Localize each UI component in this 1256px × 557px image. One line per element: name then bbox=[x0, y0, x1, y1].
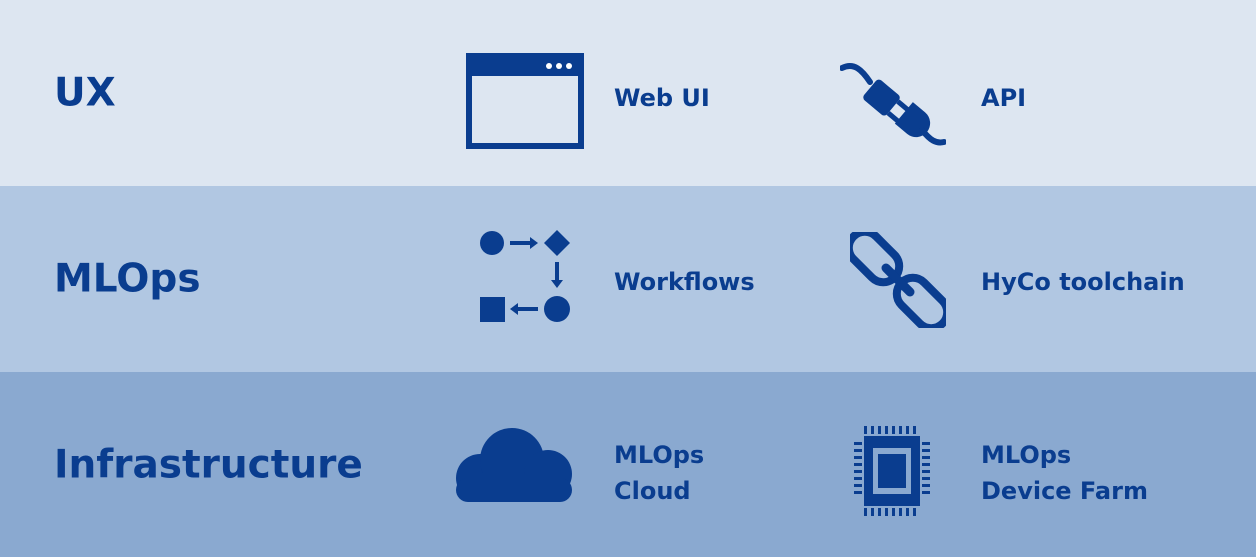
item-label-mlops-cloud: MLOps Cloud bbox=[614, 441, 705, 505]
item-label-web-ui: Web UI bbox=[614, 84, 710, 112]
plug-icon bbox=[839, 60, 947, 154]
layer-title-infrastructure: Infrastructure bbox=[54, 442, 363, 487]
item-label-api: API bbox=[981, 84, 1027, 112]
cloud-icon bbox=[450, 428, 578, 508]
item-label-workflows: Workflows bbox=[614, 268, 755, 296]
ux-row: UX Web UI API bbox=[0, 0, 1256, 186]
browser-window-icon bbox=[466, 53, 584, 153]
infrastructure-row: Infrastructure MLOps Cloud bbox=[0, 372, 1256, 557]
workflow-icon bbox=[478, 230, 574, 328]
item-label-mlops-device-farm: MLOps Device Farm bbox=[981, 441, 1148, 505]
chain-link-icon bbox=[844, 227, 952, 333]
item-label-hyco-toolchain: HyCo toolchain bbox=[981, 268, 1185, 296]
layer-title-mlops: MLOps bbox=[54, 256, 201, 302]
chip-icon bbox=[854, 426, 930, 520]
layer-title-ux: UX bbox=[54, 70, 116, 116]
mlops-row: MLOps Workflows HyCo toolchain bbox=[0, 186, 1256, 372]
